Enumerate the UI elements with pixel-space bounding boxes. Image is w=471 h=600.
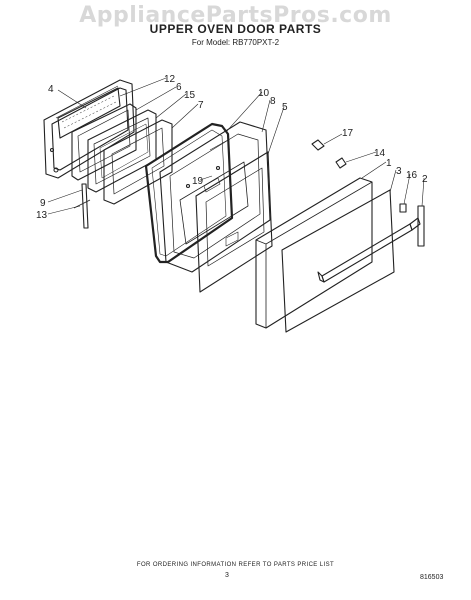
callout-10: 10: [258, 88, 270, 99]
part-window-panel: [195, 151, 273, 293]
part-handle: [417, 205, 425, 247]
part-glass-small: [71, 103, 137, 181]
callout-8: 8: [270, 96, 276, 107]
callout-12: 12: [164, 74, 176, 85]
leader-lines: [47, 77, 425, 215]
callout-15: 15: [184, 90, 196, 101]
callout-9: 9: [40, 198, 46, 209]
callout-6: 6: [176, 82, 182, 93]
watermark: AppliancePartsPros.com: [79, 3, 392, 28]
part-glass-pack: [87, 109, 157, 193]
drawing-number: 816503: [420, 574, 444, 581]
callout-1: 1: [386, 158, 392, 169]
page-number: 3: [225, 572, 229, 579]
part-insulation: [57, 87, 121, 139]
part-screw: [311, 139, 325, 151]
callout-3: 3: [396, 166, 402, 177]
model-subtitle: For Model: RB770PXT-2: [191, 38, 280, 47]
part-inner-panel: [43, 79, 135, 179]
callout-labels: 4 12 6 15 7 10 8 5 17 14 1 3 16 2 19 9 1…: [36, 74, 428, 221]
part-window-frame: [103, 119, 173, 205]
callout-7: 7: [198, 100, 204, 111]
part-gasket: [144, 122, 234, 264]
callout-14: 14: [374, 148, 386, 159]
callout-2: 2: [422, 174, 428, 185]
callout-13: 13: [36, 210, 48, 221]
part-outer-door: [255, 177, 373, 329]
part-handle-screw: [399, 203, 407, 213]
ordering-note: FOR ORDERING INFORMATION REFER TO PARTS …: [136, 562, 335, 568]
part-glass-stop: [335, 157, 347, 169]
part-hinge: [73, 183, 91, 229]
callout-4: 4: [48, 84, 54, 95]
page-title: UPPER OVEN DOOR PARTS: [149, 22, 322, 36]
callout-5: 5: [282, 102, 288, 113]
callout-19: 19: [192, 176, 204, 187]
part-door-liner: [159, 121, 271, 273]
callout-17: 17: [342, 128, 354, 139]
part-door-face: [281, 189, 421, 333]
callout-16: 16: [406, 170, 418, 181]
